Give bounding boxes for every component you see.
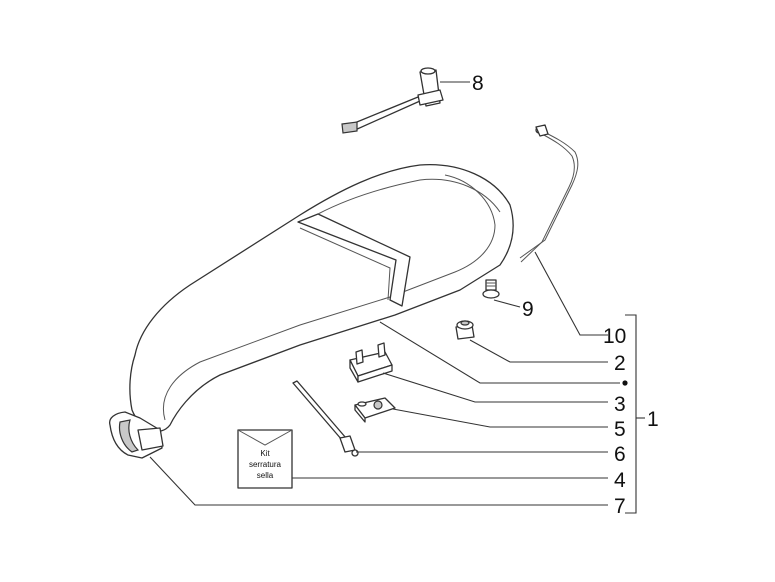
seat [129,163,514,432]
part-4-kit-box: Kit serratura sella [237,429,293,489]
kit-label-line2: serratura [249,460,282,469]
part-9-bolt [482,279,500,299]
kit-label-line1: Kit [260,449,270,458]
label-6: 6 [614,443,626,466]
label-8: 8 [472,72,484,95]
bullet-marker [622,380,628,386]
part-7-lock [109,411,164,459]
label-2: 2 [614,352,626,375]
label-4: 4 [614,469,626,492]
part-8-tool [341,67,444,134]
part-10-cable [519,124,579,263]
part-2-buffer [455,320,475,340]
part-5-latch [354,397,396,423]
label-3: 3 [614,393,626,416]
kit-label-line3: sella [257,471,274,480]
callout-labels: 8 9 10 2 3 5 6 4 7 1 [472,72,659,518]
label-5: 5 [614,418,626,441]
part-6-rod [292,380,359,457]
leader-lines [149,81,645,514]
label-9: 9 [522,298,534,321]
part-3-bracket [349,342,393,383]
label-10: 10 [603,325,626,348]
label-7: 7 [614,495,626,518]
label-1: 1 [647,408,659,431]
